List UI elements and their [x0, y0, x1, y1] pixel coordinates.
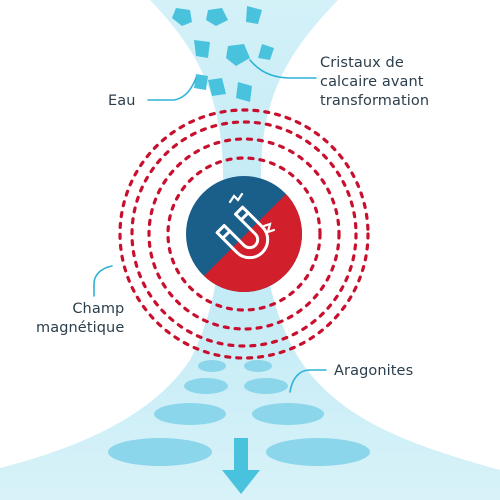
magnet-icon — [215, 205, 270, 260]
crystal — [194, 40, 210, 58]
magnet-red-half — [186, 176, 302, 292]
crystal — [208, 78, 226, 96]
leader-line-water — [147, 77, 197, 101]
crystal — [246, 6, 262, 24]
aragonite — [198, 360, 226, 372]
field-ring — [130, 120, 358, 348]
crystal — [194, 74, 208, 90]
leader-line-aragonites — [289, 369, 327, 393]
field-ring — [166, 156, 322, 312]
leader-lines — [93, 59, 327, 393]
label-water: Eau — [108, 93, 136, 109]
crystal — [236, 82, 252, 102]
leader-line-crystals — [249, 59, 317, 79]
aragonite — [252, 403, 324, 425]
field-ring — [147, 137, 341, 331]
label-aragonites: Aragonites — [334, 363, 414, 379]
label-crystals: Cristaux de calcaire avant transformatio… — [320, 55, 430, 109]
aragonite — [184, 378, 228, 394]
aragonite — [244, 378, 288, 394]
crystal — [226, 44, 250, 66]
leader-line-field — [93, 265, 113, 297]
crystal — [172, 8, 192, 26]
aragonite — [266, 438, 370, 466]
field-ring — [118, 108, 370, 360]
magnetic-field-rings — [118, 108, 370, 360]
magnet-badge — [186, 176, 302, 292]
crystal-group — [172, 6, 274, 102]
spark-icon — [228, 192, 276, 234]
aragonite — [244, 360, 272, 372]
aragonite — [108, 438, 212, 466]
aragonite-group — [108, 360, 370, 466]
label-field: Champ magnétique — [36, 301, 125, 336]
aragonite — [154, 403, 226, 425]
crystal — [258, 44, 274, 60]
down-arrow-icon — [222, 438, 260, 494]
crystal — [206, 8, 228, 26]
